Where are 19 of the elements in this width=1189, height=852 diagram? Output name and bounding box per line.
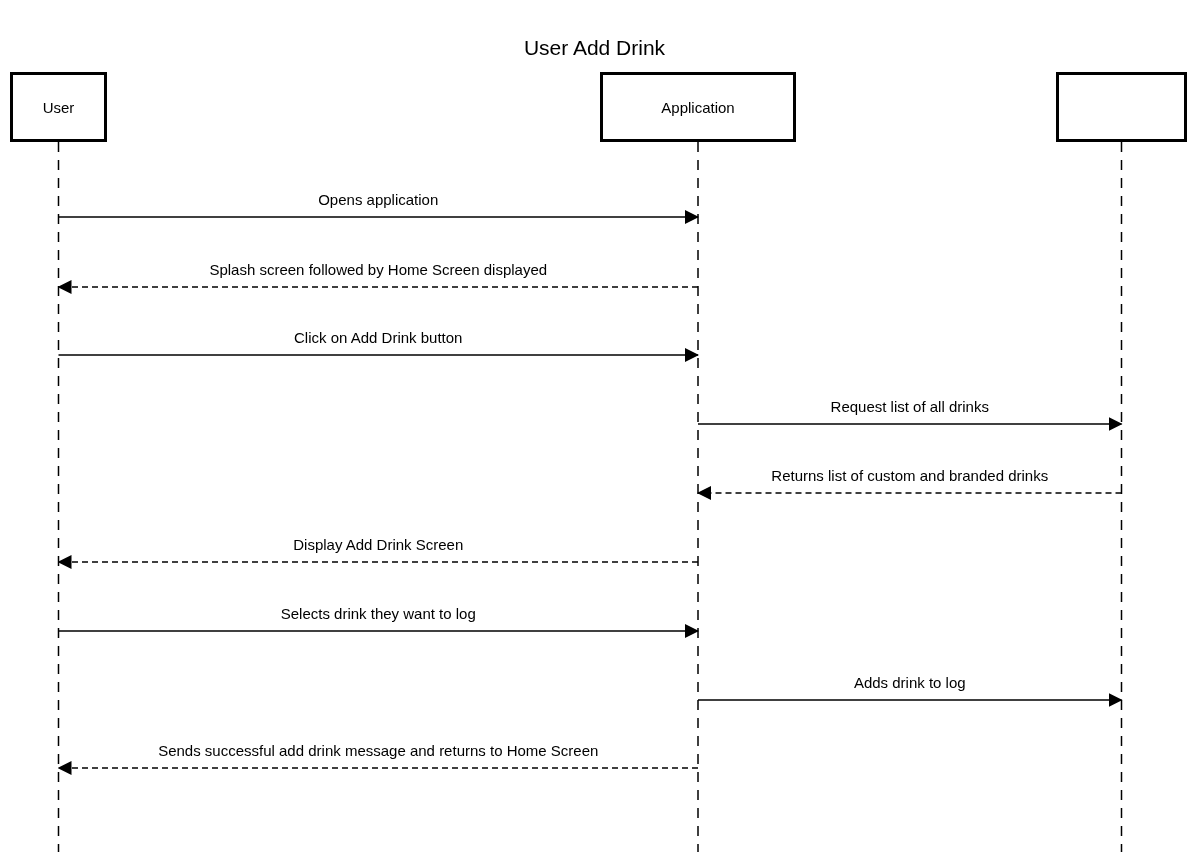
message-arrow — [57, 210, 699, 224]
message-label: Selects drink they want to log — [278, 605, 478, 623]
message-label: Display Add Drink Screen — [291, 536, 466, 554]
message-arrow — [697, 417, 1123, 431]
message-arrow — [57, 280, 699, 294]
message-label: Splash screen followed by Home Screen displayed — [207, 261, 550, 279]
message-arrow — [57, 555, 699, 569]
message-arrow — [57, 348, 699, 362]
message-label: Adds drink to log — [851, 674, 968, 692]
message-arrow — [57, 761, 699, 775]
message-arrow — [697, 693, 1123, 707]
participant-name: User — [42, 98, 75, 116]
message-label: Opens application — [316, 191, 441, 209]
message-arrow — [57, 624, 699, 638]
message-label: Request list of all drinks — [828, 398, 991, 416]
diagram-title: User Add Drink — [523, 36, 666, 59]
participant-name: Application — [661, 98, 735, 116]
message-label: Sends successful add drink message and returns to Home Screen — [156, 742, 601, 760]
message-arrow — [697, 486, 1123, 500]
